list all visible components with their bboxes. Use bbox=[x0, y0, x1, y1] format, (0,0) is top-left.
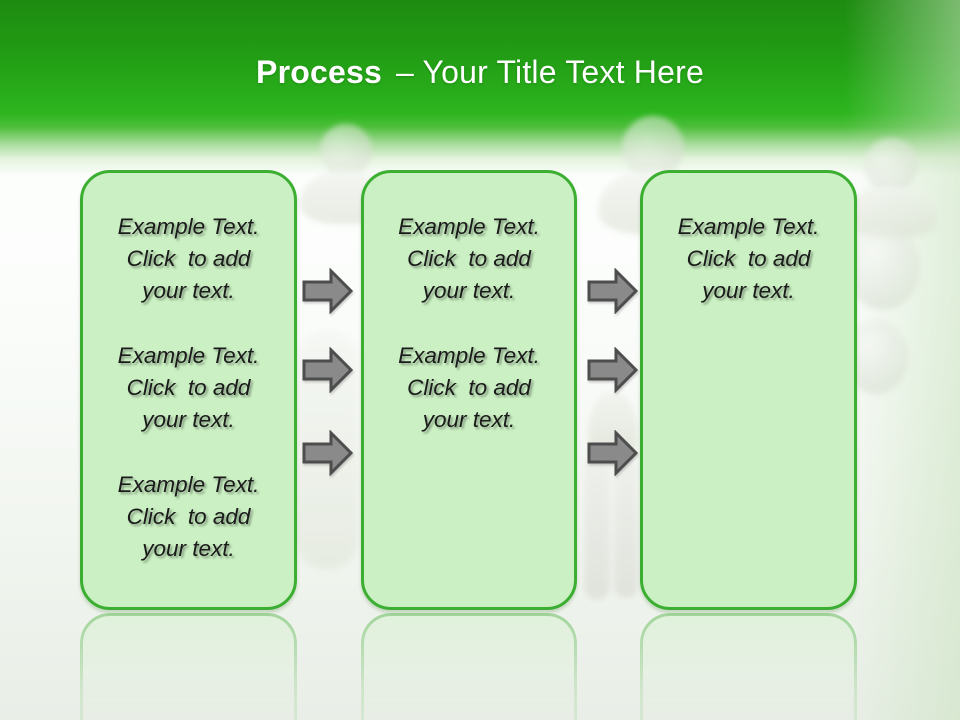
slide-title-placeholder: – Your Title Text Here bbox=[395, 54, 704, 90]
background-figure bbox=[582, 392, 642, 612]
placeholder-line: your text. bbox=[422, 278, 516, 303]
right-arrow-icon[interactable] bbox=[587, 267, 639, 315]
box-reflection bbox=[80, 613, 297, 720]
placeholder-line: Example Text. bbox=[117, 472, 260, 497]
placeholder-line: Example Text. bbox=[117, 214, 260, 239]
process-box-1[interactable]: Example Text. Click to add your text. Ex… bbox=[80, 170, 297, 610]
placeholder-line: your text. bbox=[142, 536, 235, 561]
figure-leg bbox=[614, 458, 638, 598]
figure-head bbox=[846, 224, 920, 310]
right-arrow-icon[interactable] bbox=[302, 429, 354, 477]
right-arrow-icon[interactable] bbox=[587, 346, 639, 394]
placeholder-line: Click to add bbox=[126, 246, 251, 271]
placeholder-line: Click to add bbox=[126, 375, 251, 400]
placeholder-line: Example Text. bbox=[398, 343, 540, 368]
placeholder-line: Example Text. bbox=[398, 214, 540, 239]
placeholder-line: Example Text. bbox=[117, 343, 260, 368]
box-reflection bbox=[640, 613, 857, 720]
text-placeholder[interactable]: Example Text. Click to add your text. bbox=[83, 340, 294, 436]
placeholder-line: your text. bbox=[702, 278, 795, 303]
placeholder-line: Click to add bbox=[686, 246, 811, 271]
placeholder-line: Example Text. bbox=[677, 214, 820, 239]
placeholder-line: Click to add bbox=[407, 375, 531, 400]
process-box-3[interactable]: Example Text. Click to add your text. bbox=[640, 170, 857, 610]
placeholder-line: your text. bbox=[142, 407, 235, 432]
process-box-2[interactable]: Example Text. Click to add your text. Ex… bbox=[361, 170, 577, 610]
box-reflection bbox=[361, 613, 577, 720]
slide-title[interactable]: Process – Your Title Text Here bbox=[0, 54, 960, 91]
right-arrow-icon[interactable] bbox=[302, 267, 354, 315]
placeholder-line: your text. bbox=[422, 407, 516, 432]
text-placeholder[interactable]: Example Text. Click to add your text. bbox=[643, 211, 854, 307]
placeholder-line: your text. bbox=[142, 278, 235, 303]
text-placeholder[interactable]: Example Text. Click to add your text. bbox=[364, 211, 574, 307]
text-placeholder[interactable]: Example Text. Click to add your text. bbox=[364, 340, 574, 436]
placeholder-line: Click to add bbox=[407, 246, 531, 271]
text-placeholder[interactable]: Example Text. Click to add your text. bbox=[83, 211, 294, 307]
slide-title-keyword: Process bbox=[256, 54, 382, 90]
figure-body bbox=[844, 186, 938, 238]
right-arrow-icon[interactable] bbox=[302, 346, 354, 394]
right-arrow-icon[interactable] bbox=[587, 429, 639, 477]
background-figure bbox=[846, 224, 920, 310]
text-placeholder[interactable]: Example Text. Click to add your text. bbox=[83, 469, 294, 565]
placeholder-line: Click to add bbox=[126, 504, 251, 529]
